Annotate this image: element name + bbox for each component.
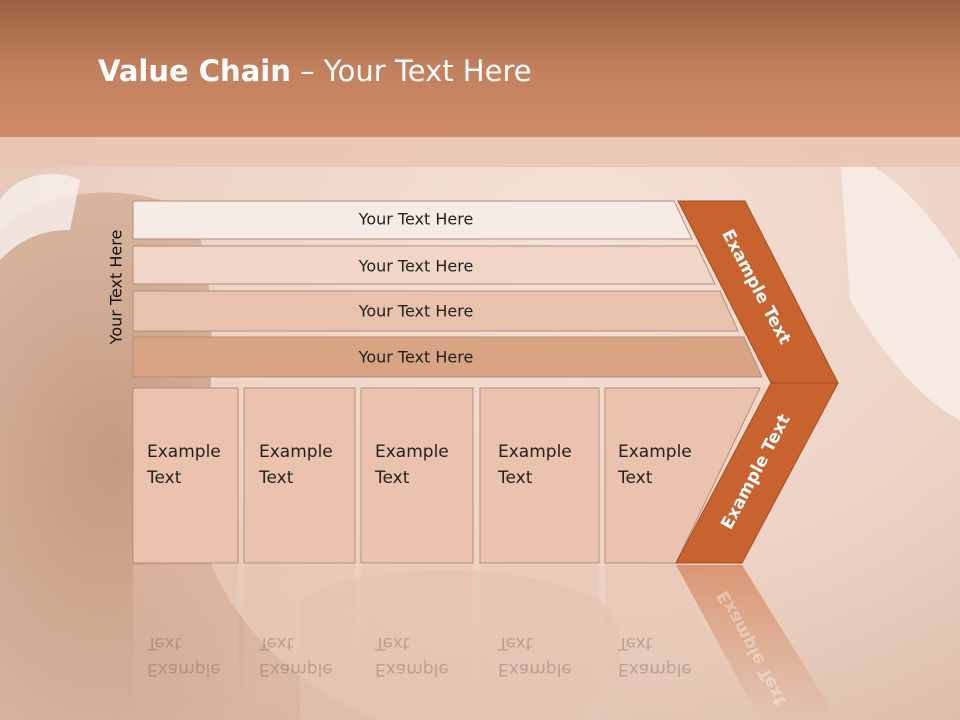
bar-3 [132, 290, 739, 332]
title-band [0, 0, 960, 137]
reflection [133, 565, 838, 720]
chevron-lower [675, 382, 839, 564]
title-bold: Value Chain [98, 54, 291, 88]
title-sub-band [0, 137, 960, 167]
bar-2 [132, 245, 716, 285]
box-3 [360, 387, 474, 564]
bar-2-label: Your Text Here [358, 256, 474, 276]
bar-4-label: Your Text Here [358, 347, 474, 367]
box-2 [243, 387, 356, 564]
bar-1 [132, 200, 693, 240]
bar-1-label: Your Text Here [358, 209, 474, 229]
bar-3-label: Your Text Here [358, 301, 474, 321]
box-4 [479, 387, 600, 564]
title-rest: – Your Text Here [290, 54, 532, 88]
bar-4 [132, 336, 763, 378]
page-title: Value Chain – Your Text Here [98, 54, 532, 88]
box-1 [132, 387, 239, 564]
